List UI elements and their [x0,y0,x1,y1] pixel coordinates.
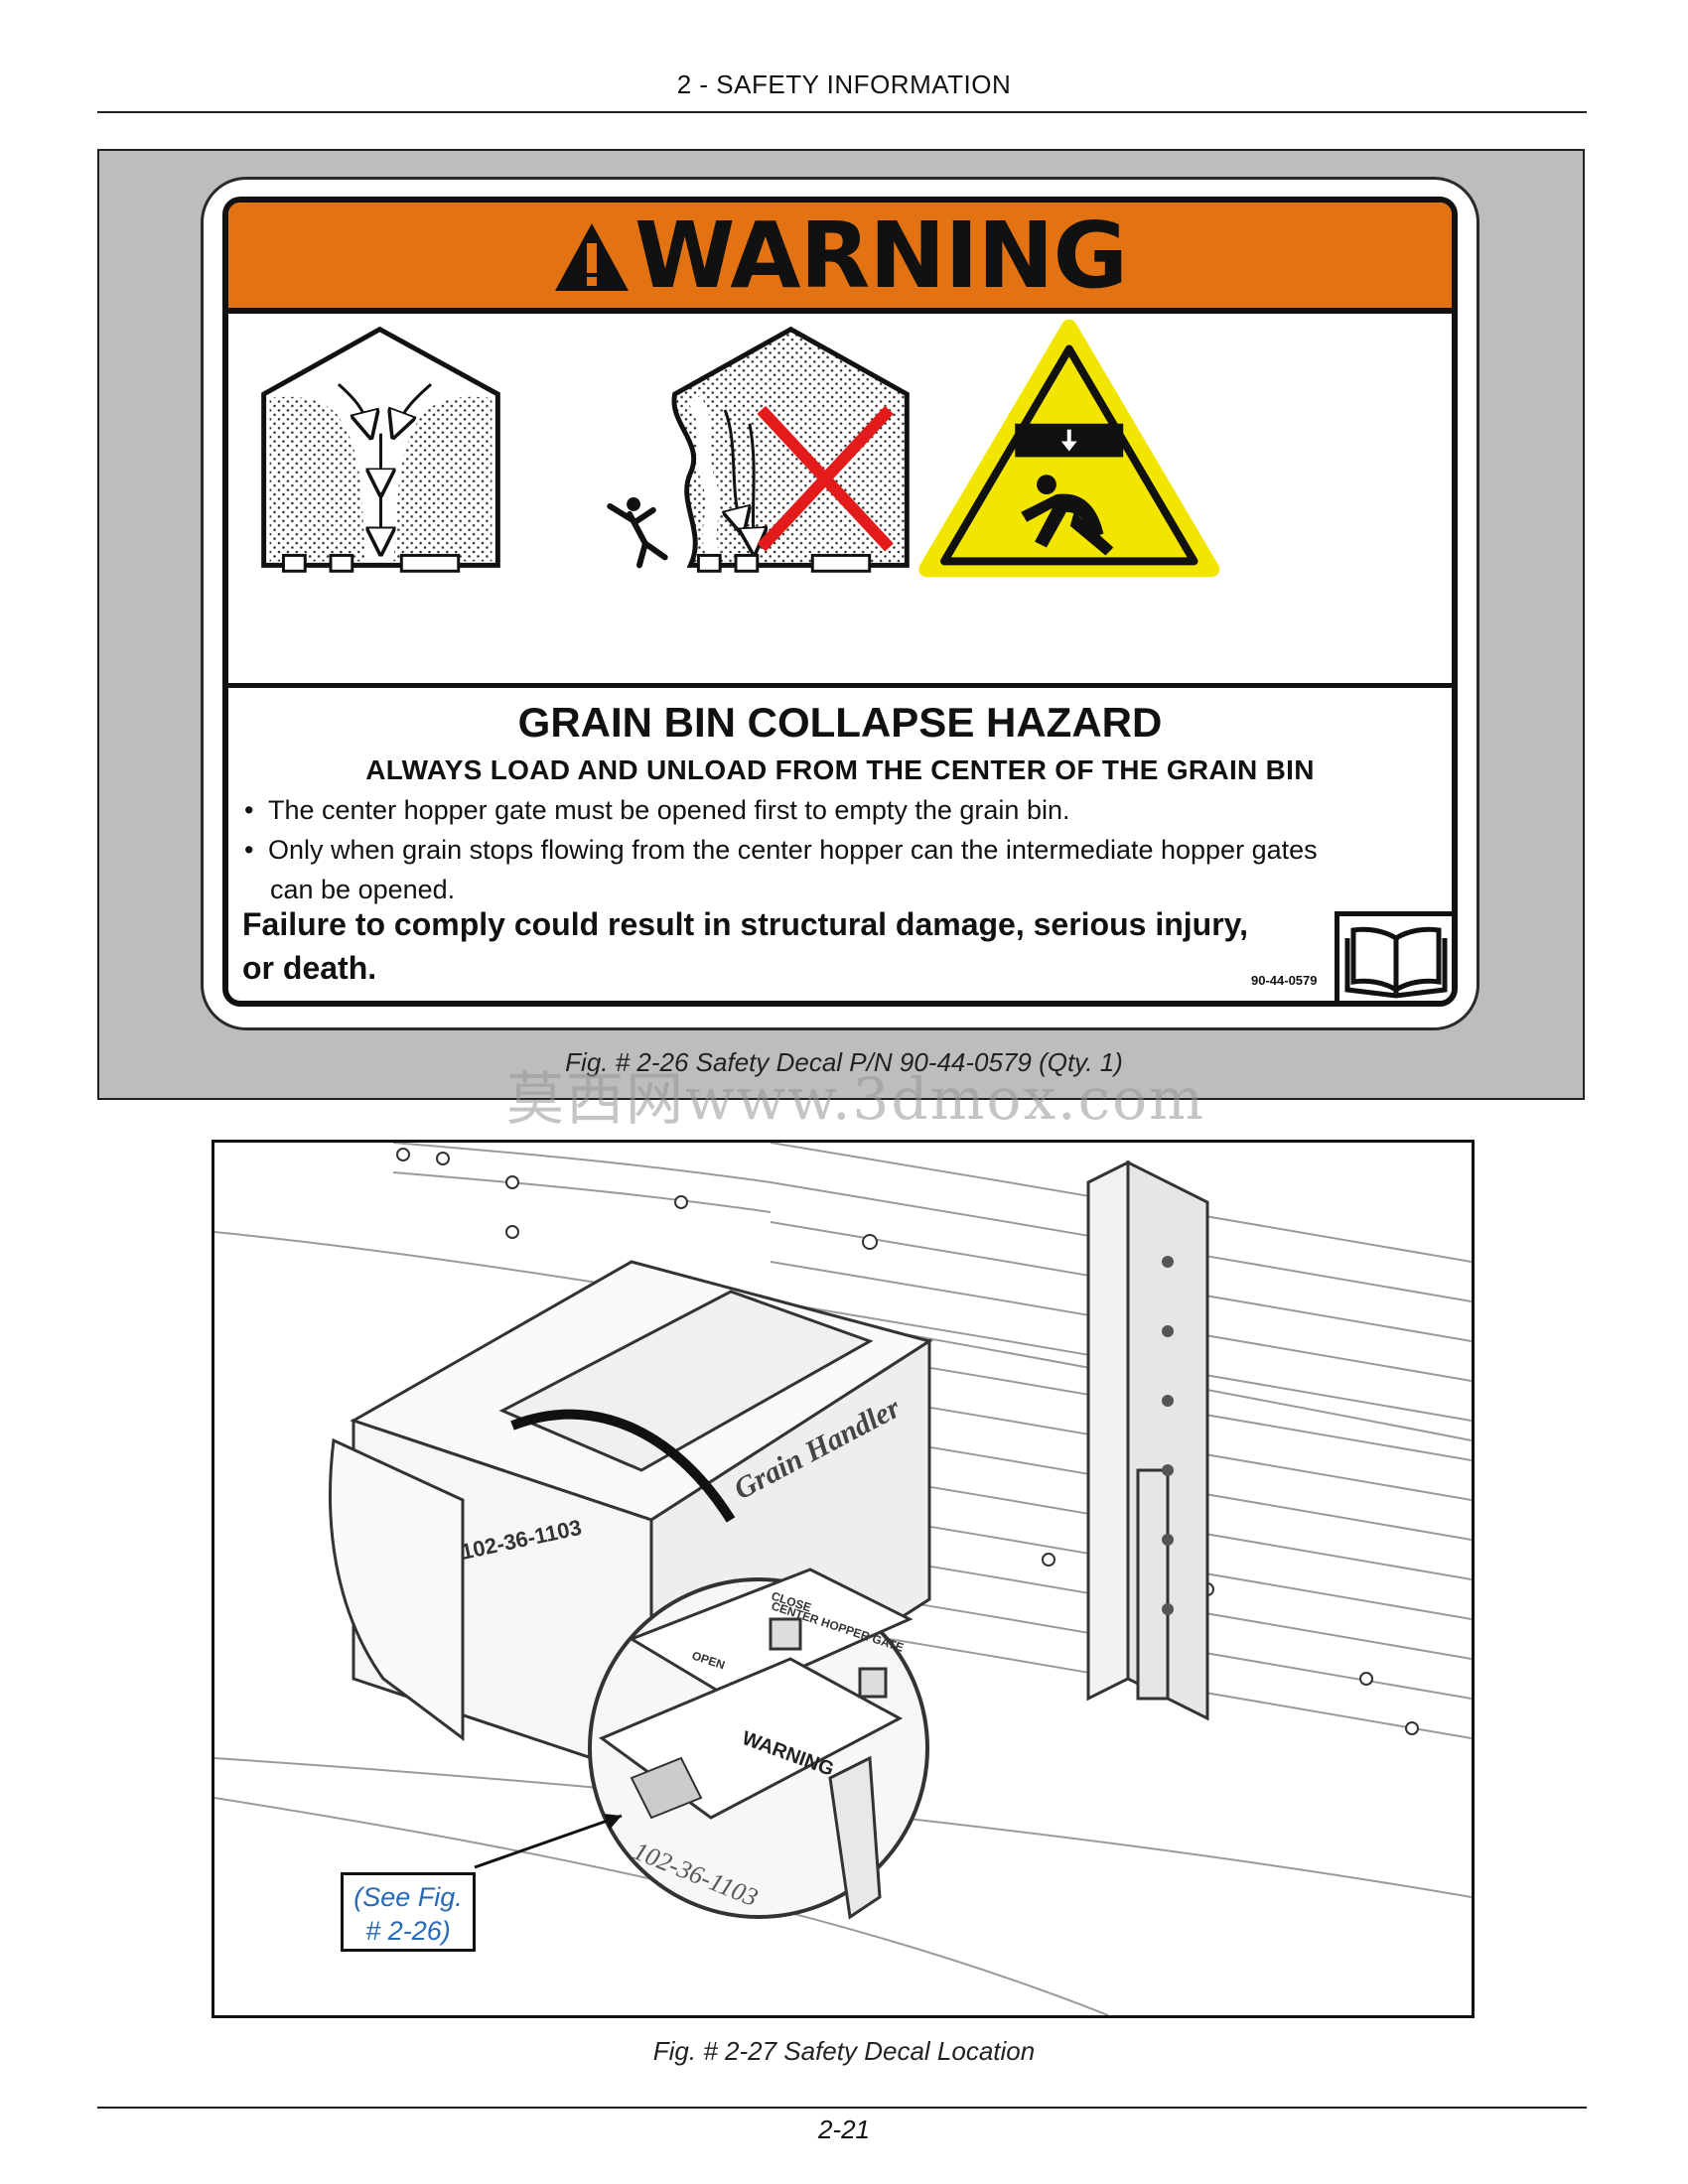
warning-triangle-icon [554,223,629,291]
header-divider [97,111,1587,113]
mounting-bracket [1086,1160,1209,1721]
callout-line-1: (See Fig. [353,1882,463,1912]
signal-word-bar: WARNING [228,203,1452,314]
page-number: 2-21 [817,2115,871,2144]
bullet-item: •The center hopper gate must be opened f… [244,795,1070,825]
footer-divider [97,2107,1587,2109]
zoom-leader-arrow [510,1409,736,1523]
safety-decal-body: WARNING [222,197,1458,1007]
read-manual-icon-box [1335,911,1452,1001]
hazard-instruction: ALWAYS LOAD AND UNLOAD FROM THE CENTER O… [365,754,1315,785]
bullet-text: The center hopper gate must be opened fi… [268,795,1070,825]
falling-person-icon [607,497,668,569]
callout-leader-line [474,1814,623,1869]
read-manual-icon [1344,926,1448,999]
hopper-assembly-drawing: 102-36-1103 Grain Handler WARNING CENTER… [214,1143,1472,2015]
decal-location-illustration: 102-36-1103 Grain Handler WARNING CENTER… [211,1140,1475,2018]
consequence-line-1: Failure to comply could result in struct… [242,906,1248,942]
center-flow-bin-pictogram [261,326,500,573]
bracket-bolts [1162,1256,1174,1615]
watermark: 莫西网www.3dmox.com [506,1065,1205,1133]
figure-26-caption: Fig. # 2-26 Safety Decal P/N 90-44-0579 … [565,1047,1123,1077]
bullet-text-continued: can be opened. [270,875,456,904]
bullet-item: •Only when grain stops flowing from the … [244,835,1318,904]
see-figure-callout[interactable]: (See Fig. # 2-26) [341,1872,476,1952]
callout-arrowhead [604,1814,622,1830]
signal-word-row: WARNING [228,206,1452,306]
zoom-detail-circle: WARNING CENTER HOPPER GATE OPEN CLOSE 10… [588,1568,929,1920]
collapsing-bin-pictogram [607,326,910,573]
consequence-line-2: or death. [242,950,377,986]
consequence-statement: Failure to comply could result in struct… [242,902,1295,990]
bullet-text: Only when grain stops flowing from the c… [268,835,1318,865]
hazard-divider [228,683,1452,688]
callout-line-2: # 2-26) [365,1916,451,1946]
decal-part-number: 90-44-0579 [1251,973,1318,988]
hazard-pictograms [261,319,1220,578]
crushing-load-icon [918,319,1220,578]
figure-27-caption: Fig. # 2-27 Safety Decal Location [652,2036,1036,2066]
signal-word: WARNING [633,203,1128,309]
hazard-title: GRAIN BIN COLLAPSE HAZARD [517,699,1163,746]
page-header-title: 2 - SAFETY INFORMATION [676,69,1012,99]
